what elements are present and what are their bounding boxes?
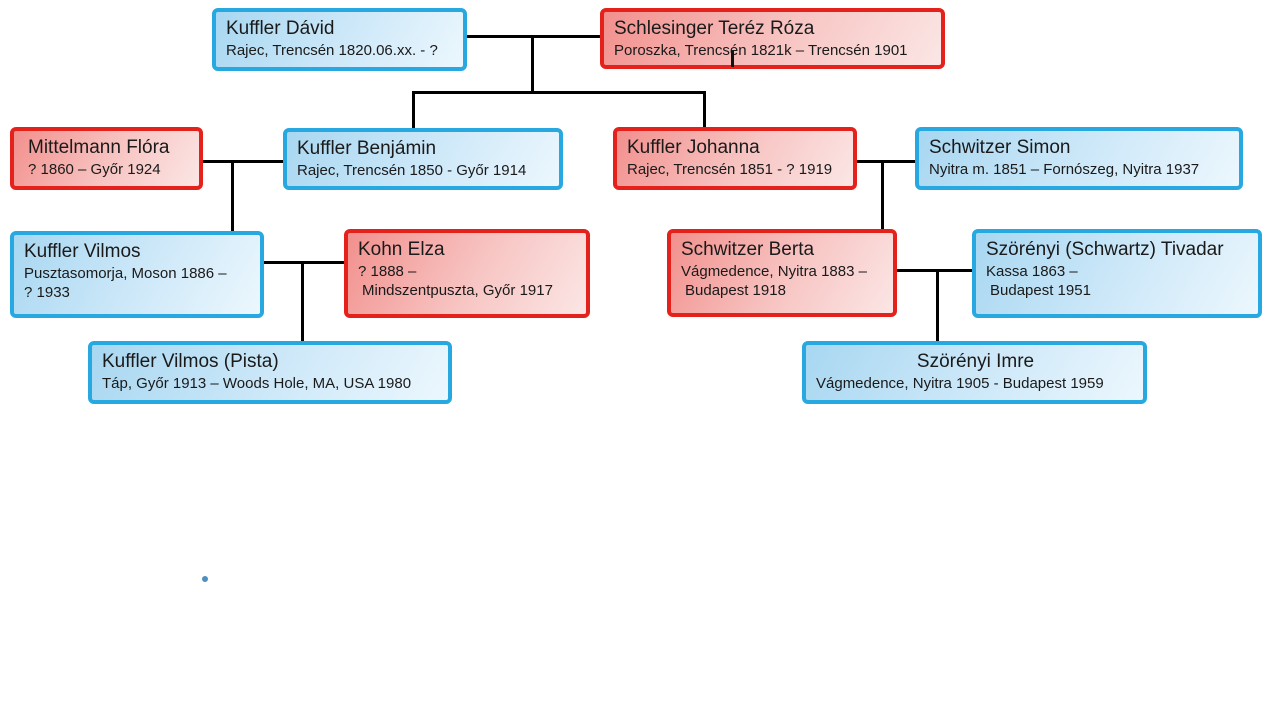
person-dates: Poroszka, Trencsén 1821k – Trencsén 1901	[614, 42, 908, 59]
person-box-schlesinger-terez-roza[interactable]: Schlesinger Teréz Róza Poroszka, Trencsé…	[600, 8, 945, 69]
person-name: Schwitzer Berta	[681, 239, 815, 260]
connector-couple-flora-benjamin	[203, 160, 283, 163]
person-dates: Táp, Győr 1913 – Woods Hole, MA, USA 198…	[102, 375, 412, 392]
connector-sibling-bar-gen2	[412, 91, 706, 94]
person-box-kohn-elza[interactable]: Kohn Elza ? 1888 – Mindszentpuszta, Győr…	[344, 229, 590, 318]
connector-drop-imre	[936, 271, 939, 341]
person-name: Kuffler Dávid	[226, 18, 335, 39]
person-name: Schwitzer Simon	[929, 137, 1071, 158]
person-name: Kuffler Vilmos	[24, 241, 141, 262]
person-dates2: Budapest 1918	[685, 282, 786, 299]
person-dates: Vágmedence, Nyitra 1905 - Budapest 1959	[816, 375, 1104, 392]
person-dates2: Budapest 1951	[990, 282, 1091, 299]
person-dates: Rajec, Trencsén 1820.06.xx. - ?	[226, 42, 438, 59]
person-dates: Pusztasomorja, Moson 1886 –	[24, 265, 227, 282]
person-box-kuffler-vilmos-pista[interactable]: Kuffler Vilmos (Pista) Táp, Győr 1913 – …	[88, 341, 452, 404]
person-box-szorenyi-imre[interactable]: Szörényi Imre Vágmedence, Nyitra 1905 - …	[802, 341, 1147, 404]
person-box-szorenyi-tivadar[interactable]: Szörényi (Schwartz) Tivadar Kassa 1863 –…	[972, 229, 1262, 318]
connector-drop-johanna	[703, 93, 706, 127]
person-dates2: Mindszentpuszta, Győr 1917	[362, 282, 553, 299]
person-dates: Nyitra m. 1851 – Fornószeg, Nyitra 1937	[929, 161, 1200, 178]
person-box-kuffler-johanna[interactable]: Kuffler Johanna Rajec, Trencsén 1851 - ?…	[613, 127, 857, 190]
person-name: Kuffler Vilmos (Pista)	[102, 351, 279, 372]
person-dates: Kassa 1863 –	[986, 263, 1078, 280]
connector-couple-berta-tivadar	[897, 269, 972, 272]
person-dates: ? 1888 –	[358, 263, 417, 280]
person-name: Kohn Elza	[358, 239, 445, 260]
person-name: Schlesinger Teréz Róza	[614, 18, 815, 39]
person-dates: Vágmedence, Nyitra 1883 –	[681, 263, 867, 280]
connector-descent-gen1	[531, 37, 534, 94]
person-dates: Rajec, Trencsén 1850 - Győr 1914	[297, 162, 527, 179]
person-box-schwitzer-berta[interactable]: Schwitzer Berta Vágmedence, Nyitra 1883 …	[667, 229, 897, 317]
person-name: Szörényi Imre	[916, 351, 1035, 372]
connector-drop-benjamin	[412, 93, 415, 128]
person-name: Szörényi (Schwartz) Tivadar	[986, 239, 1224, 260]
connector-couple-david-schlesinger	[467, 35, 600, 38]
text-cursor	[731, 51, 734, 67]
stray-blue-dot	[202, 576, 208, 582]
person-name: Kuffler Benjámin	[297, 138, 437, 159]
person-dates: ? 1860 – Győr 1924	[28, 161, 161, 178]
person-box-schwitzer-simon[interactable]: Schwitzer Simon Nyitra m. 1851 – Fornósz…	[915, 127, 1243, 190]
connector-drop-pista	[301, 263, 304, 341]
connector-drop-vilmos	[231, 162, 234, 231]
person-name: Mittelmann Flóra	[28, 137, 170, 158]
person-box-kuffler-benjamin[interactable]: Kuffler Benjámin Rajec, Trencsén 1850 - …	[283, 128, 563, 190]
person-box-kuffler-vilmos[interactable]: Kuffler Vilmos Pusztasomorja, Moson 1886…	[10, 231, 264, 318]
person-box-kuffler-david[interactable]: Kuffler Dávid Rajec, Trencsén 1820.06.xx…	[212, 8, 467, 71]
connector-drop-berta	[881, 162, 884, 229]
person-dates: Rajec, Trencsén 1851 - ? 1919	[627, 161, 833, 178]
person-box-mittelmann-flora[interactable]: Mittelmann Flóra ? 1860 – Győr 1924	[10, 127, 203, 190]
person-name: Kuffler Johanna	[627, 137, 760, 158]
connector-couple-johanna-simon	[857, 160, 915, 163]
person-dates2: ? 1933	[24, 284, 70, 301]
connector-couple-vilmos-elza	[264, 261, 344, 264]
